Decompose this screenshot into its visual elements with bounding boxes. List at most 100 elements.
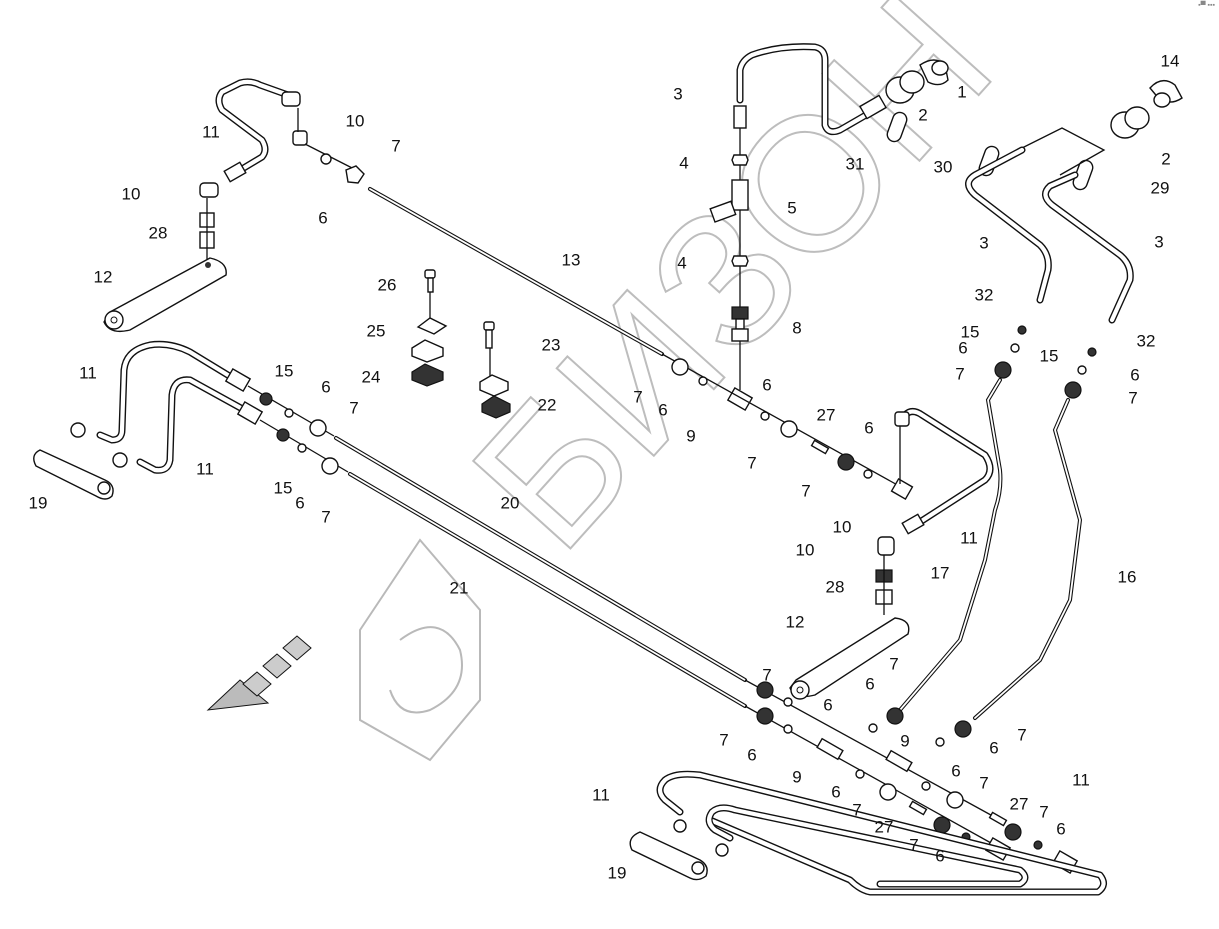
clamp-parts — [411, 269, 511, 419]
callout-5: 5 — [787, 198, 796, 217]
callout-6: 6 — [318, 208, 327, 227]
cylinder-19-left — [33, 449, 114, 500]
callout-10: 10 — [833, 517, 852, 536]
callout-1: 1 — [957, 82, 966, 101]
callout-28: 28 — [149, 223, 168, 242]
callout-7: 7 — [349, 398, 358, 417]
callout-4: 4 — [677, 253, 686, 272]
callout-8: 8 — [792, 318, 801, 337]
callout-10: 10 — [346, 111, 365, 130]
callout-3: 3 — [979, 233, 988, 252]
callout-27: 27 — [817, 405, 836, 424]
callout-7: 7 — [747, 453, 756, 472]
callout-6: 6 — [823, 695, 832, 714]
callout-19: 19 — [608, 863, 627, 882]
callout-7: 7 — [1128, 388, 1137, 407]
callout-32: 32 — [975, 285, 994, 304]
callout-9: 9 — [900, 731, 909, 750]
callout-9: 9 — [686, 426, 695, 445]
callout-6: 6 — [658, 400, 667, 419]
callout-11: 11 — [1072, 770, 1090, 789]
callout-7: 7 — [955, 364, 964, 383]
callout-7: 7 — [1017, 725, 1026, 744]
callout-6: 6 — [831, 782, 840, 801]
callout-7: 7 — [852, 800, 861, 819]
callout-2: 2 — [1161, 149, 1170, 168]
callout-6: 6 — [951, 761, 960, 780]
callout-29: 29 — [1151, 178, 1170, 197]
lower-fittings-chain — [629, 679, 1107, 896]
callout-7: 7 — [321, 507, 330, 526]
callout-7: 7 — [979, 773, 988, 792]
callout-21: 21 — [450, 578, 469, 597]
watermark-logo: БИЗОН — [359, 0, 1032, 762]
callout-22: 22 — [538, 395, 557, 414]
callout-24: 24 — [362, 367, 381, 386]
callout-28: 28 — [826, 577, 845, 596]
callout-9: 9 — [792, 767, 801, 786]
cylinder-12-right — [789, 617, 910, 700]
callout-3: 3 — [1154, 232, 1163, 251]
hydraulic-line-upper-left — [103, 78, 365, 333]
callout-14: 14 — [1161, 51, 1180, 70]
callout-12: 12 — [786, 612, 805, 631]
callout-7: 7 — [391, 136, 400, 155]
callout-6: 6 — [958, 338, 967, 357]
callout-7: 7 — [889, 654, 898, 673]
callout-6: 6 — [1130, 365, 1139, 384]
callout-11: 11 — [592, 785, 610, 804]
callout-6: 6 — [865, 674, 874, 693]
callout-6: 6 — [989, 738, 998, 757]
pipe-13 — [368, 187, 664, 356]
callout-6: 6 — [321, 377, 330, 396]
callout-6: 6 — [762, 375, 771, 394]
travel-direction-arrow — [206, 635, 312, 711]
callout-26: 26 — [378, 275, 397, 294]
callout-17: 17 — [931, 563, 950, 582]
callout-7: 7 — [909, 835, 918, 854]
callout-15: 15 — [275, 361, 294, 380]
callout-31: 31 — [846, 154, 865, 173]
callout-10: 10 — [796, 540, 815, 559]
central-assembly — [709, 43, 949, 412]
callout-11: 11 — [202, 122, 220, 141]
left-lower-lines — [33, 340, 349, 500]
callout-11: 11 — [196, 459, 214, 478]
callout-30: 30 — [934, 157, 953, 176]
callout-7: 7 — [801, 481, 810, 500]
callout-6: 6 — [1056, 819, 1065, 838]
callout-19: 19 — [29, 493, 48, 512]
callout-10: 10 — [122, 184, 141, 203]
callout-27: 27 — [875, 817, 894, 836]
callout-32: 32 — [1137, 331, 1156, 350]
callout-6: 6 — [935, 846, 944, 865]
callout-2: 2 — [918, 105, 927, 124]
callout-16: 16 — [1118, 567, 1137, 586]
callout-15: 15 — [961, 322, 980, 341]
callout-12: 12 — [94, 267, 113, 286]
right-coupler-assembly — [898, 80, 1183, 720]
cylinder-12-left — [103, 257, 227, 333]
callout-20: 20 — [501, 493, 520, 512]
callout-23: 23 — [542, 335, 561, 354]
callout-15: 15 — [274, 478, 293, 497]
callout-11: 11 — [79, 363, 97, 382]
callout-15: 15 — [1040, 346, 1059, 365]
callout-7: 7 — [762, 665, 771, 684]
callout-4: 4 — [679, 153, 688, 172]
watermark-text: БИЗОН — [433, 0, 1031, 587]
callout-3: 3 — [673, 84, 682, 103]
callout-7: 7 — [633, 387, 642, 406]
callout-13: 13 — [562, 250, 581, 269]
pipes-20-21 — [334, 436, 747, 708]
callout-27: 27 — [1010, 794, 1029, 813]
middle-fittings-chain — [661, 353, 994, 700]
corner-mark: ▪▀ ▪▪▪ — [1198, 2, 1215, 9]
callout-25: 25 — [367, 321, 386, 340]
cylinder-19-bottom — [629, 831, 708, 881]
callout-7: 7 — [1039, 802, 1048, 821]
callout-6: 6 — [864, 418, 873, 437]
